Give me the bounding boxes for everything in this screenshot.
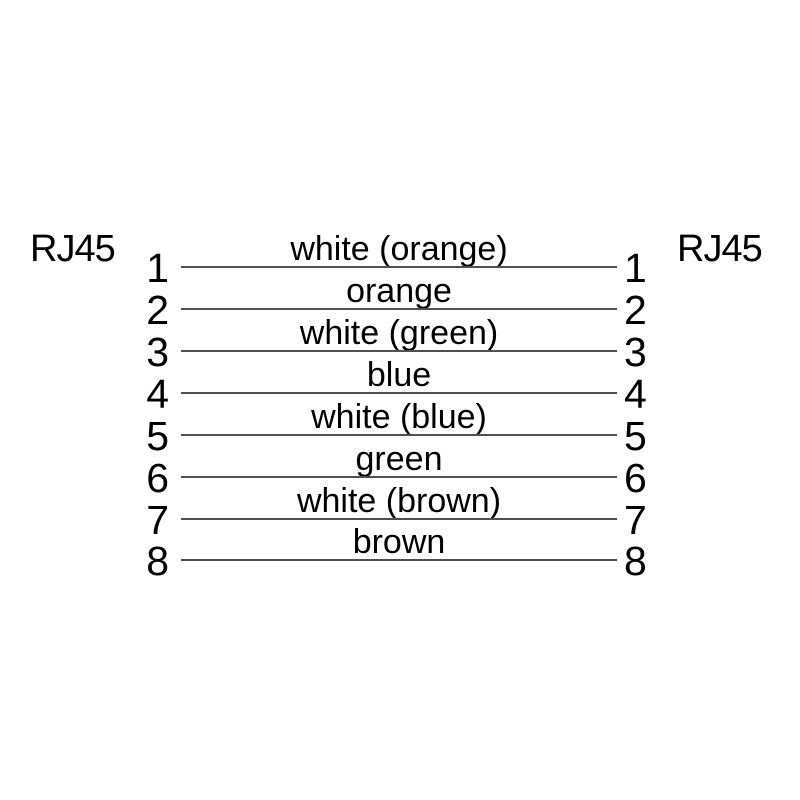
- wire-line: [181, 392, 617, 394]
- wire-color-label: brown: [352, 523, 446, 561]
- wire-line: [181, 434, 617, 436]
- pin-number-right: 5: [624, 413, 647, 459]
- pin-number-left: 1: [146, 245, 169, 291]
- wire-line: [181, 518, 617, 520]
- connector-label-right: RJ45: [677, 228, 763, 270]
- wire-line: [181, 308, 617, 310]
- wire-color-label: orange: [346, 272, 452, 310]
- wire-line: [181, 559, 617, 561]
- pin-number-right: 8: [624, 538, 647, 584]
- pin-number-right: 3: [624, 329, 647, 375]
- pin-number-right: 4: [624, 371, 647, 417]
- wire-color-label: white (orange): [290, 230, 508, 268]
- pin-number-left: 3: [146, 329, 169, 375]
- wire-color-label: white (brown): [296, 482, 502, 520]
- pin-number-left: 6: [146, 455, 169, 501]
- connector-label-left: RJ45: [30, 228, 116, 270]
- pin-number-left: 8: [146, 538, 169, 584]
- pin-number-left: 7: [146, 497, 169, 543]
- wire-color-label: white (green): [299, 314, 499, 352]
- pin-number-left: 4: [146, 371, 169, 417]
- wire-line: [181, 350, 617, 352]
- wire-color-label: blue: [366, 356, 432, 394]
- pin-number-right: 1: [624, 245, 647, 291]
- pin-number-right: 2: [624, 287, 647, 333]
- wire-line: [181, 476, 617, 478]
- pin-number-right: 7: [624, 497, 647, 543]
- pin-number-right: 6: [624, 455, 647, 501]
- wire-line: [181, 266, 617, 268]
- wire-color-label: white (blue): [311, 398, 487, 436]
- pin-number-left: 5: [146, 413, 169, 459]
- pin-number-left: 2: [146, 287, 169, 333]
- wire-color-label: green: [355, 440, 443, 478]
